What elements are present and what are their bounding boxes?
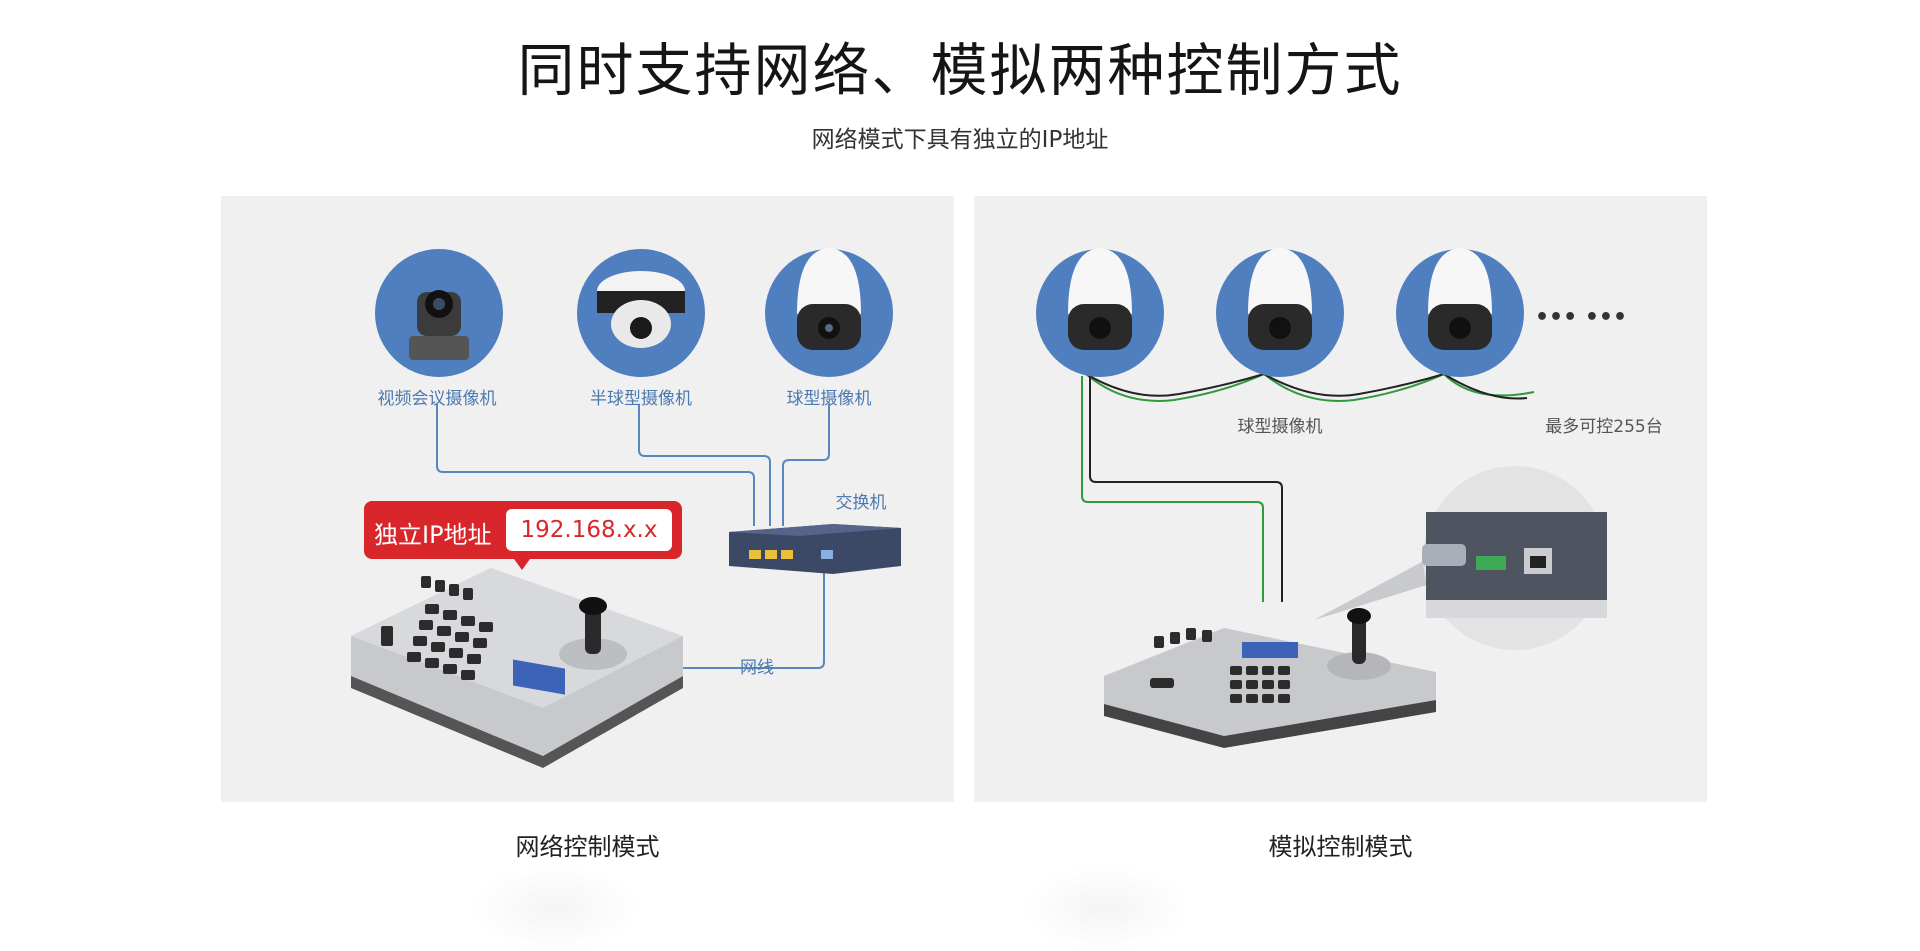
- analog-diagram: ••• ••• 球型摄像机 最多可控255台: [1036, 248, 1663, 748]
- camera-conference: [375, 249, 503, 377]
- analog-camera-2: [1216, 248, 1344, 377]
- network-lines: [436, 404, 830, 669]
- page-subtitle: 网络模式下具有独立的IP地址: [811, 127, 1109, 153]
- caption-network-mode: 网络控制模式: [515, 833, 660, 861]
- ip-tag-label: 独立IP地址: [374, 521, 492, 549]
- more-cameras-ellipsis: ••• •••: [1535, 305, 1627, 330]
- network-switch: [729, 524, 901, 574]
- terminal-block-icon: [1476, 556, 1506, 570]
- label-switch: 交换机: [836, 493, 887, 513]
- network-diagram: 视频会议摄像机 半球型摄像机 球型摄像机 交换机 网线: [351, 248, 901, 768]
- rear-port-zoom: [1422, 466, 1607, 650]
- analog-joystick-icon: [1352, 616, 1366, 664]
- line-speed-dome: [782, 404, 830, 526]
- camera-speed-dome: [765, 248, 893, 377]
- analog-camera-1: [1036, 248, 1164, 377]
- analog-camera-3: [1396, 248, 1524, 377]
- decorative-fade: [1020, 865, 1190, 951]
- analog-control-panel: ••• ••• 球型摄像机 最多可控255台: [974, 196, 1707, 802]
- page-title: 同时支持网络、模拟两种控制方式: [517, 38, 1403, 104]
- ip-tag-value: 192.168.x.x: [506, 509, 672, 551]
- label-conference-camera: 视频会议摄像机: [378, 389, 497, 409]
- camera-base-icon: [409, 336, 469, 360]
- zoom-pointer: [1314, 550, 1456, 620]
- keyboard-screen: [513, 659, 565, 695]
- camera-dome: [577, 249, 705, 377]
- network-control-panel: 视频会议摄像机 半球型摄像机 球型摄像机 交换机 网线: [221, 196, 954, 802]
- analog-keyboard-controller: [1104, 608, 1436, 748]
- label-dome-camera: 半球型摄像机: [590, 389, 692, 409]
- line-conference-camera: [436, 404, 755, 526]
- decorative-fade: [470, 865, 640, 951]
- label-analog-camera: 球型摄像机: [1238, 417, 1323, 437]
- caption-analog-mode: 模拟控制模式: [1268, 833, 1413, 861]
- line-keyboard-cable: [671, 556, 825, 669]
- label-speed-dome-camera: 球型摄像机: [787, 389, 872, 409]
- label-max-count: 最多可控255台: [1545, 417, 1662, 437]
- label-cable: 网线: [740, 658, 774, 678]
- joystick-icon: [585, 606, 601, 654]
- keyboard-controller: [351, 568, 683, 768]
- line-dome-camera: [638, 404, 771, 526]
- serial-port-icon: [1422, 544, 1466, 566]
- ip-address-tag: 独立IP地址 192.168.x.x: [364, 501, 682, 570]
